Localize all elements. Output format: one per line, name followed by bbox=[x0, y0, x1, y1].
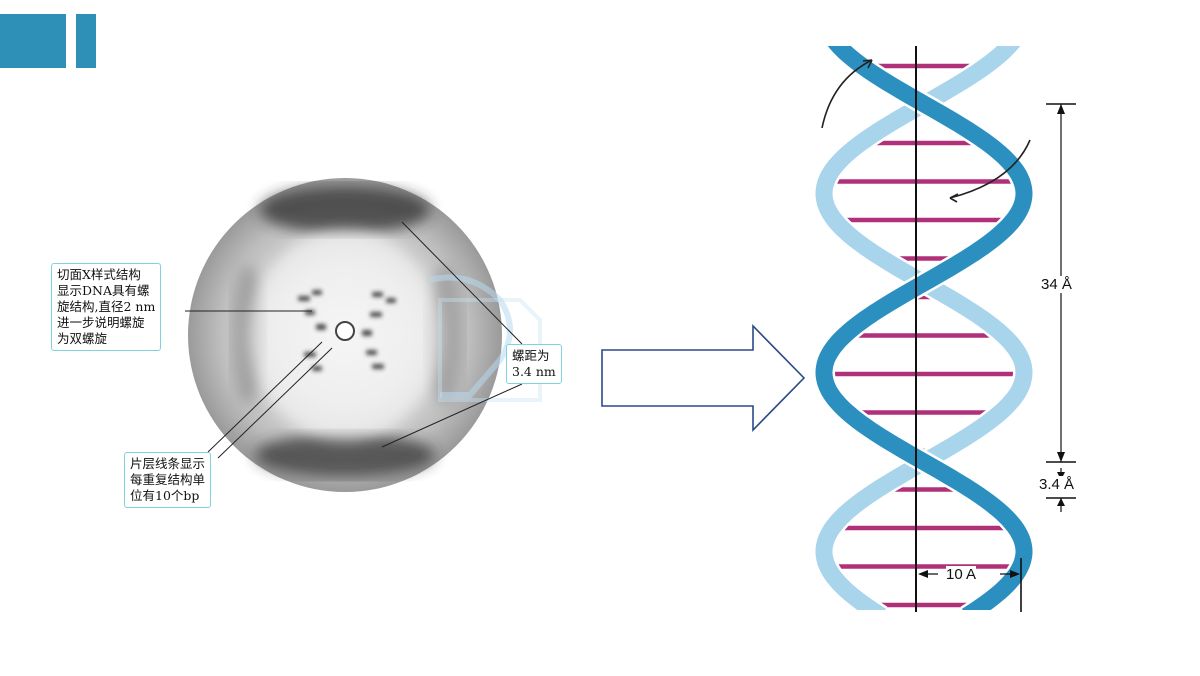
right-arrow-icon bbox=[601, 324, 806, 432]
width-label: 10 A bbox=[946, 566, 977, 583]
callout-pitch: 螺距为 3.4 nm bbox=[506, 344, 562, 384]
callout-pitch-line-2: 3.4 nm bbox=[512, 364, 556, 379]
callout-x-pattern-line-3: 旋结构,直径2 nm bbox=[57, 299, 156, 314]
callout-pitch-line-1: 螺距为 bbox=[512, 348, 550, 363]
callout-x-pattern-line-5: 为双螺旋 bbox=[57, 331, 108, 346]
xray-diffraction-image bbox=[185, 178, 542, 492]
helix-strand-light bbox=[815, 46, 1033, 610]
corner-accent-bar-wide bbox=[0, 14, 66, 68]
callout-x-pattern-line-4: 进一步说明螺旋 bbox=[57, 315, 145, 330]
callout-x-pattern-line-1: 切面X样式结构 bbox=[57, 267, 141, 282]
callout-x-pattern: 切面X样式结构 显示DNA具有螺 旋结构,直径2 nm 进一步说明螺旋 为双螺旋 bbox=[51, 263, 162, 351]
dna-double-helix bbox=[812, 46, 1076, 612]
pitch-label: 34 Å bbox=[1041, 276, 1072, 293]
rotation-arrow-upper bbox=[821, 59, 873, 129]
callout-layer-lines-line-3: 位有10个bp bbox=[130, 488, 200, 503]
helix-strand-dark bbox=[815, 46, 1033, 610]
rotation-arrow-lower bbox=[949, 139, 1031, 199]
callout-layer-lines: 片层线条显示 每重复结构单 位有10个bp bbox=[124, 452, 212, 508]
callout-layer-lines-line-2: 每重复结构单 bbox=[130, 472, 206, 487]
corner-accent-bar-narrow bbox=[76, 14, 96, 68]
rise-label: 3.4 Å bbox=[1039, 476, 1075, 493]
callout-layer-lines-line-1: 片层线条显示 bbox=[130, 456, 206, 471]
callout-x-pattern-line-2: 显示DNA具有螺 bbox=[57, 283, 150, 298]
